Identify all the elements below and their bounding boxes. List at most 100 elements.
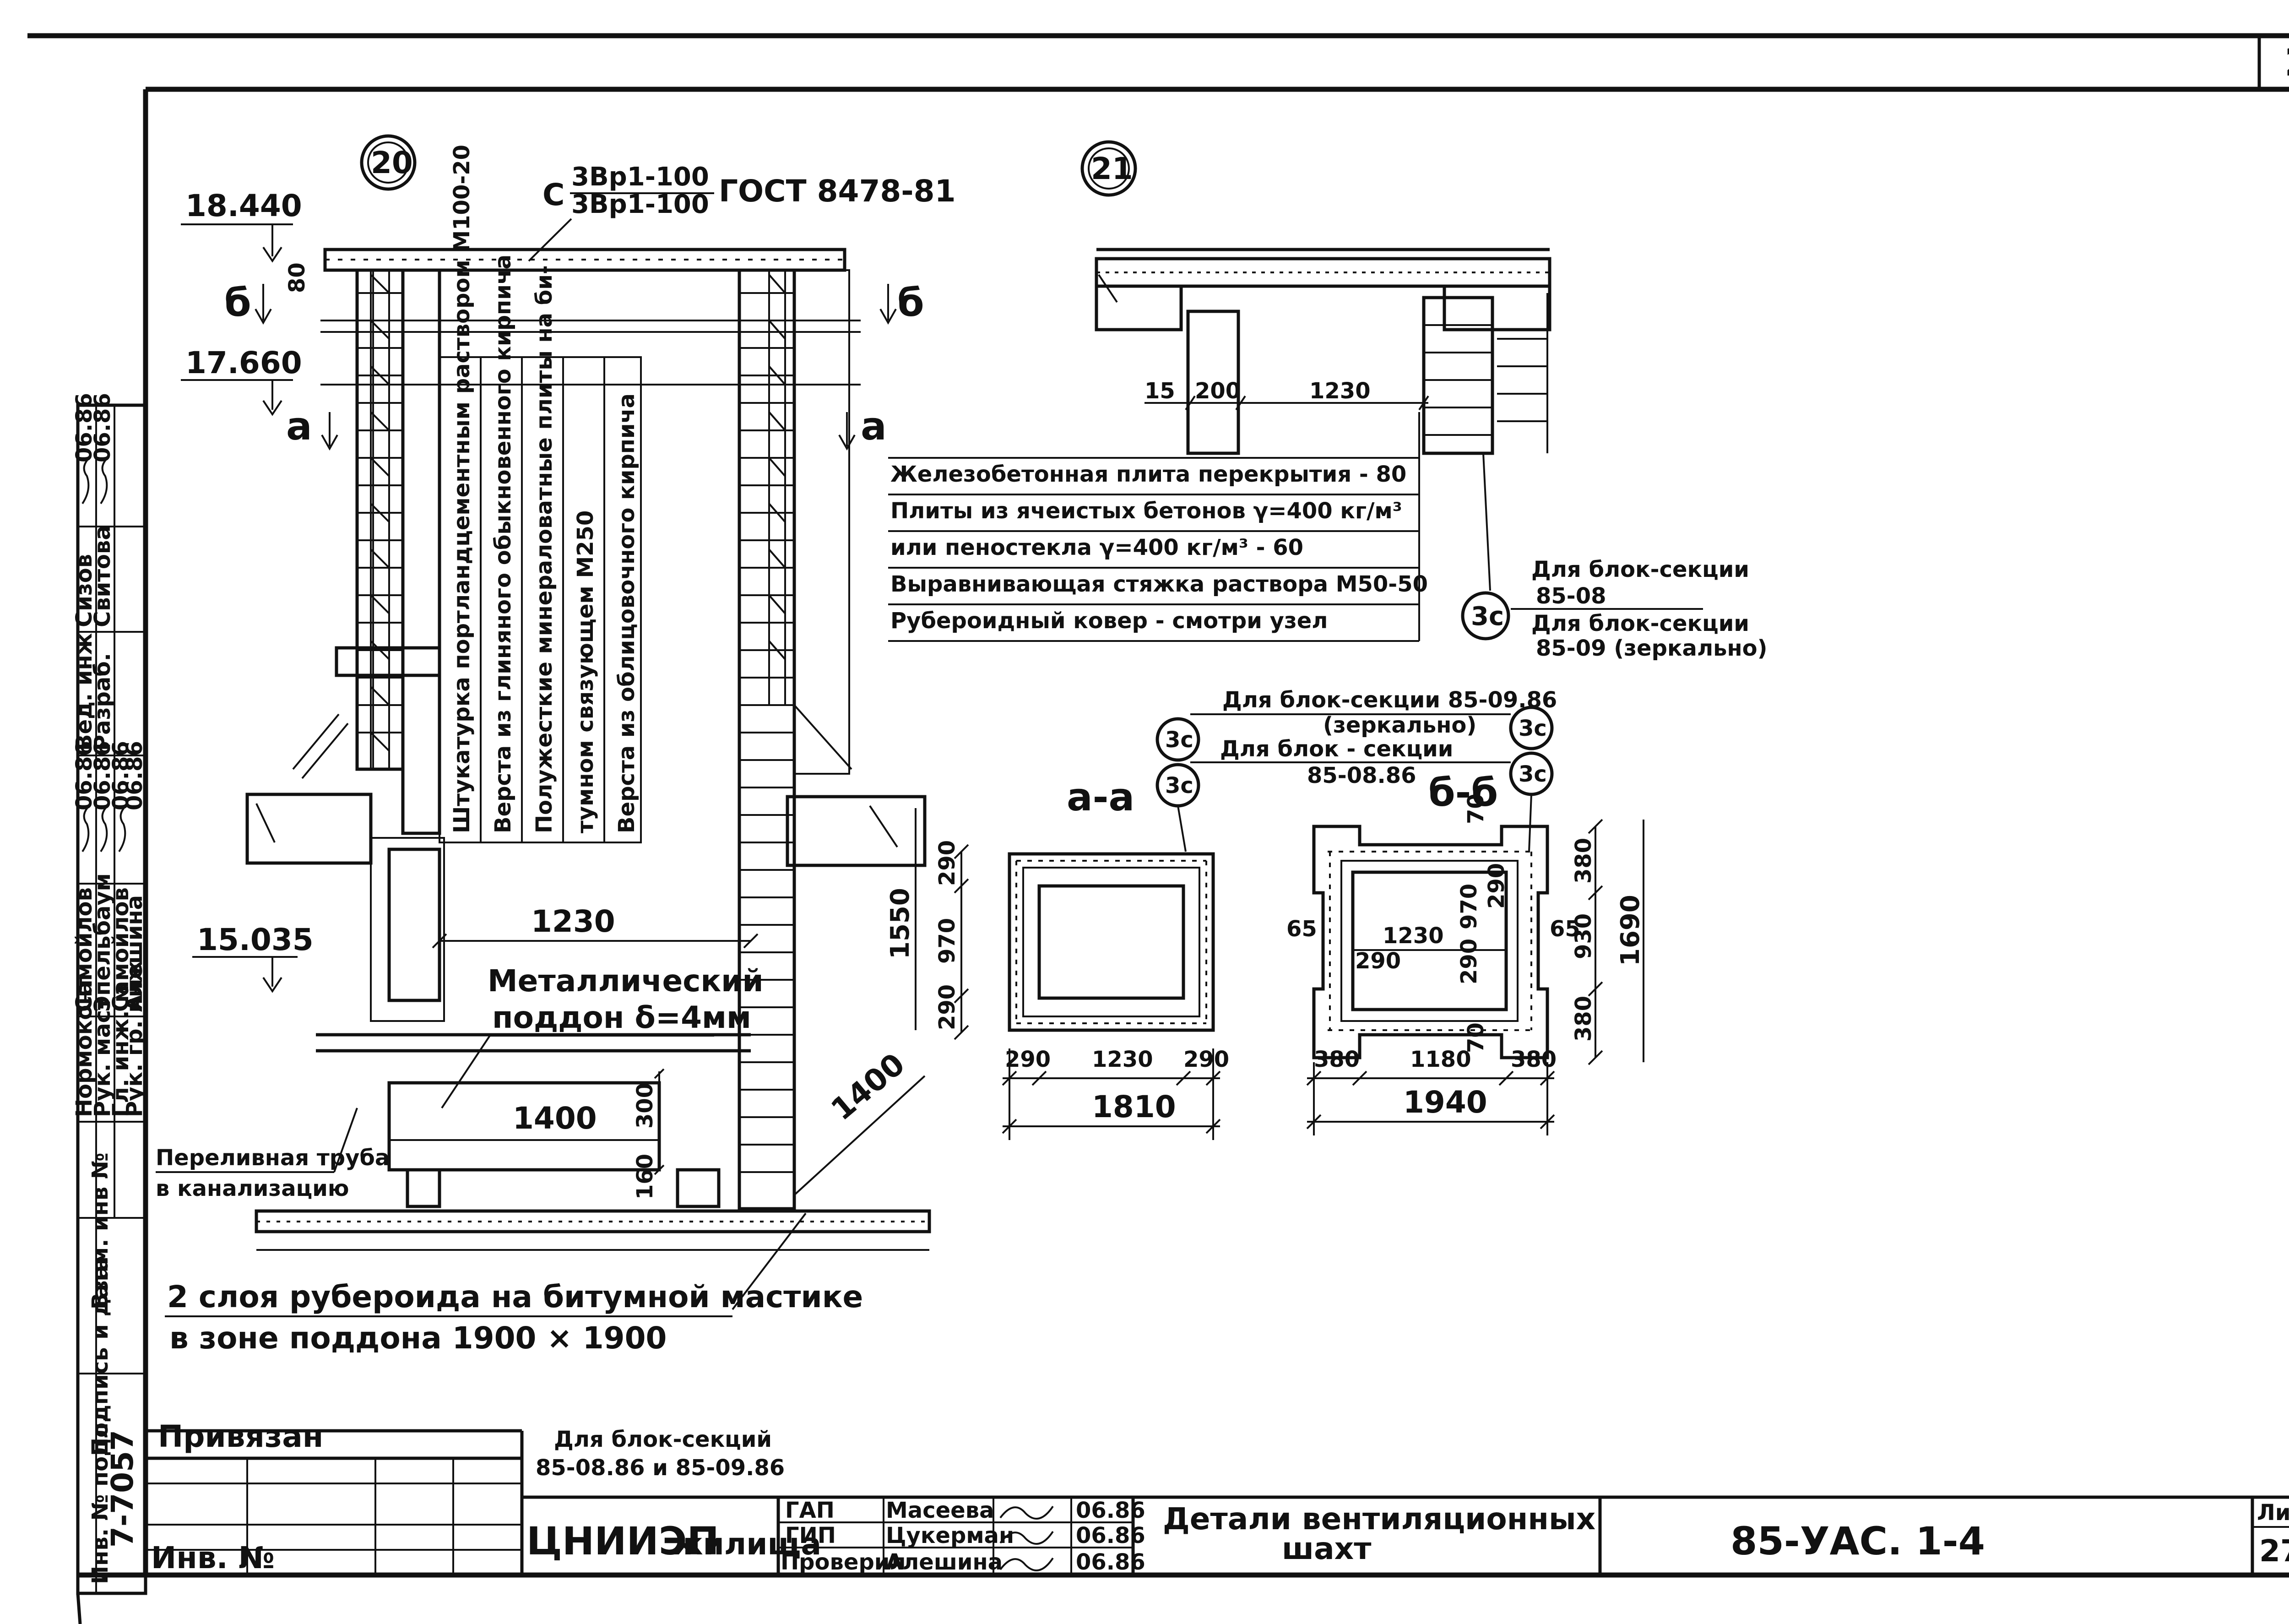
bb-bot-1180: 1180 [1410,1047,1471,1072]
aa-dim-970: 970 [934,918,960,964]
stamp-col-inv-orig: Инв. № подл. [87,1414,113,1584]
spec-line-2: Плиты из ячеистых бетонов γ=400 кг/м³ [890,498,1402,524]
ref-circle-tl [1155,717,1200,762]
stamp-role-6: Разраб. [90,653,115,751]
ref-1-label: Для блок-секции [1531,557,1749,582]
bb-dim-930: 930 [1571,913,1596,959]
drawing-code: 85-УАС. 1-4 [1730,1519,1985,1564]
spec-line-3: или пеностекла γ=400 кг/м³ - 60 [890,535,1303,560]
top-ref-1: Для блок-секции 85-09.86 [1222,687,1557,713]
bb-dim-70-top: 70 [1463,793,1489,824]
detail-21-number: 21 [1091,151,1133,186]
cut-b-left: б [224,280,251,325]
ref-2-value: 85-09 (зеркально) [1536,635,1768,661]
page-number-top: 2 [2284,40,2289,85]
stamp-date-4: 06.86 [122,741,147,810]
stamp-name-4: Алешина [122,895,147,1012]
note-line-1: Для блок-секций [554,1427,772,1452]
sheet-number: 27 [2259,1533,2289,1569]
tb-role-3: Проверил [781,1549,906,1575]
bb-dim-1230: 1230 [1383,923,1444,949]
tb-name-2: Цукерман [886,1523,1014,1548]
detail-20: 20 С 3Вр1-100 3Вр1-100 ГОСТ 8478-81 18.4… [156,134,956,1356]
dim-300: 300 [632,1083,658,1129]
stamp-signature-5 [100,457,108,505]
bb-dim-290-l: 290 [1355,948,1401,974]
cut-b-right: б [897,280,924,325]
privyazan-label: Привязан [158,1419,323,1454]
aa-bot-1810: 1810 [1092,1089,1176,1124]
ref-circle-br-label: 3с [1519,761,1547,787]
dim-200: 200 [1195,378,1241,404]
layer-label-3: Полужесткие минераловатные плиты на би- [532,265,557,833]
spec-line-4: Выравнивающая стяжка раствора М50-50 [890,571,1428,597]
dim-160: 160 [632,1154,658,1200]
top-ref-2b: 85-08.86 [1307,763,1416,788]
overflow-label-2: в канализацию [156,1176,349,1201]
stamp-name-2: Эпельбаум [90,873,115,1012]
layer-label-1: Штукатурка портландцементным раствором М… [449,145,475,833]
tb-signature-2 [999,1531,1054,1545]
note-line-2: 85-08.86 и 85-09.86 [536,1455,785,1481]
tray-label-2: поддон δ=4мм [492,1000,751,1035]
stamp-date-5: 06.86 [71,393,97,462]
cut-a-right: а [861,404,887,449]
stamp-role-3: Гл. инж. м [108,985,134,1117]
org-name: ЦНИИЭП [526,1519,719,1564]
section-aa-outer [1008,852,1215,1032]
section-bb-inner [1351,870,1508,1011]
stamp-role-2: Рук. маст [90,997,115,1117]
detail-21-marker [1080,140,1137,197]
tb-signature-1 [999,1505,1054,1520]
rebar-prefix: С [542,177,564,212]
bb-dim-1690: 1690 [1616,895,1645,966]
tray-label-1: Металлический [488,963,764,999]
ref-1-value: 85-08 [1536,583,1606,609]
bb-dim-70-bot: 70 [1463,1022,1489,1053]
level-18440: 18.440 [185,188,302,223]
dim-1230-detail21: 1230 [1309,378,1371,404]
ref-circle-tr-label: 3с [1519,716,1547,741]
cut-a-left: а [286,404,312,449]
detail-20-marker [360,134,417,191]
inv-no-label: Инв. № [151,1540,275,1575]
tb-role-2: ГИП [785,1523,836,1548]
stamp-date-6: 06.86 [90,393,115,462]
stamp-role-4: Рук. гр. инж [122,960,147,1117]
ruberoid-label-2: в зоне поддона 1900 × 1900 [169,1320,667,1356]
bb-dim-970: 970 [1456,884,1482,929]
stamp-signature-4 [81,457,90,505]
bb-dim-65-l: 65 [1286,916,1317,942]
stamp-inv-number: 7-7057 [105,1430,140,1548]
stamp-name-3: Самойлов [108,887,134,1012]
bb-dim-65-r: 65 [1550,916,1580,942]
ref-circle-bl-label: 3с [1165,773,1193,798]
rebar-gost: ГОСТ 8478-81 [719,174,956,209]
stamp-role-1: Нормоконт [71,977,97,1117]
tb-role-1: ГАП [785,1498,835,1523]
stamp-date-1: 06.86 [71,741,97,810]
stamp-signature-1 [81,805,90,853]
level-17660: 17.660 [185,345,302,380]
stamp-name-5: Сизов [71,554,97,627]
rebar-top: 3Вр1-100 [571,162,709,192]
ref-circle-tr [1509,706,1554,750]
dim-80: 80 [284,262,310,293]
node-ref-label: 3с [1471,602,1504,631]
top-ref-1b: (зеркально) [1323,712,1476,738]
overflow-label-1: Переливная труба [156,1145,390,1171]
ref-2-label: Для блок-секции [1531,611,1749,636]
tb-name-1: Масеева [886,1498,994,1523]
bb-bot-1940: 1940 [1403,1085,1487,1120]
spec-line-1: Железобетонная плита перекрытия - 80 [890,462,1406,487]
bb-bot-380-r: 380 [1511,1047,1557,1072]
rebar-bottom: 3Вр1-100 [571,190,709,219]
tb-date-1: 06.86 [1076,1498,1145,1523]
dim-1400-diagonal: 1400 [824,1046,911,1127]
drawing-title-1: Детали вентиляционных [1163,1501,1595,1537]
stamp-date-2: 06.86 [90,741,115,810]
bb-dim-380-top: 380 [1571,838,1596,884]
aa-dim-1550: 1550 [885,888,915,959]
stamp-col-signature-date: Подпись и дата [87,1256,113,1456]
bb-dim-290-in2: 290 [1456,939,1482,984]
